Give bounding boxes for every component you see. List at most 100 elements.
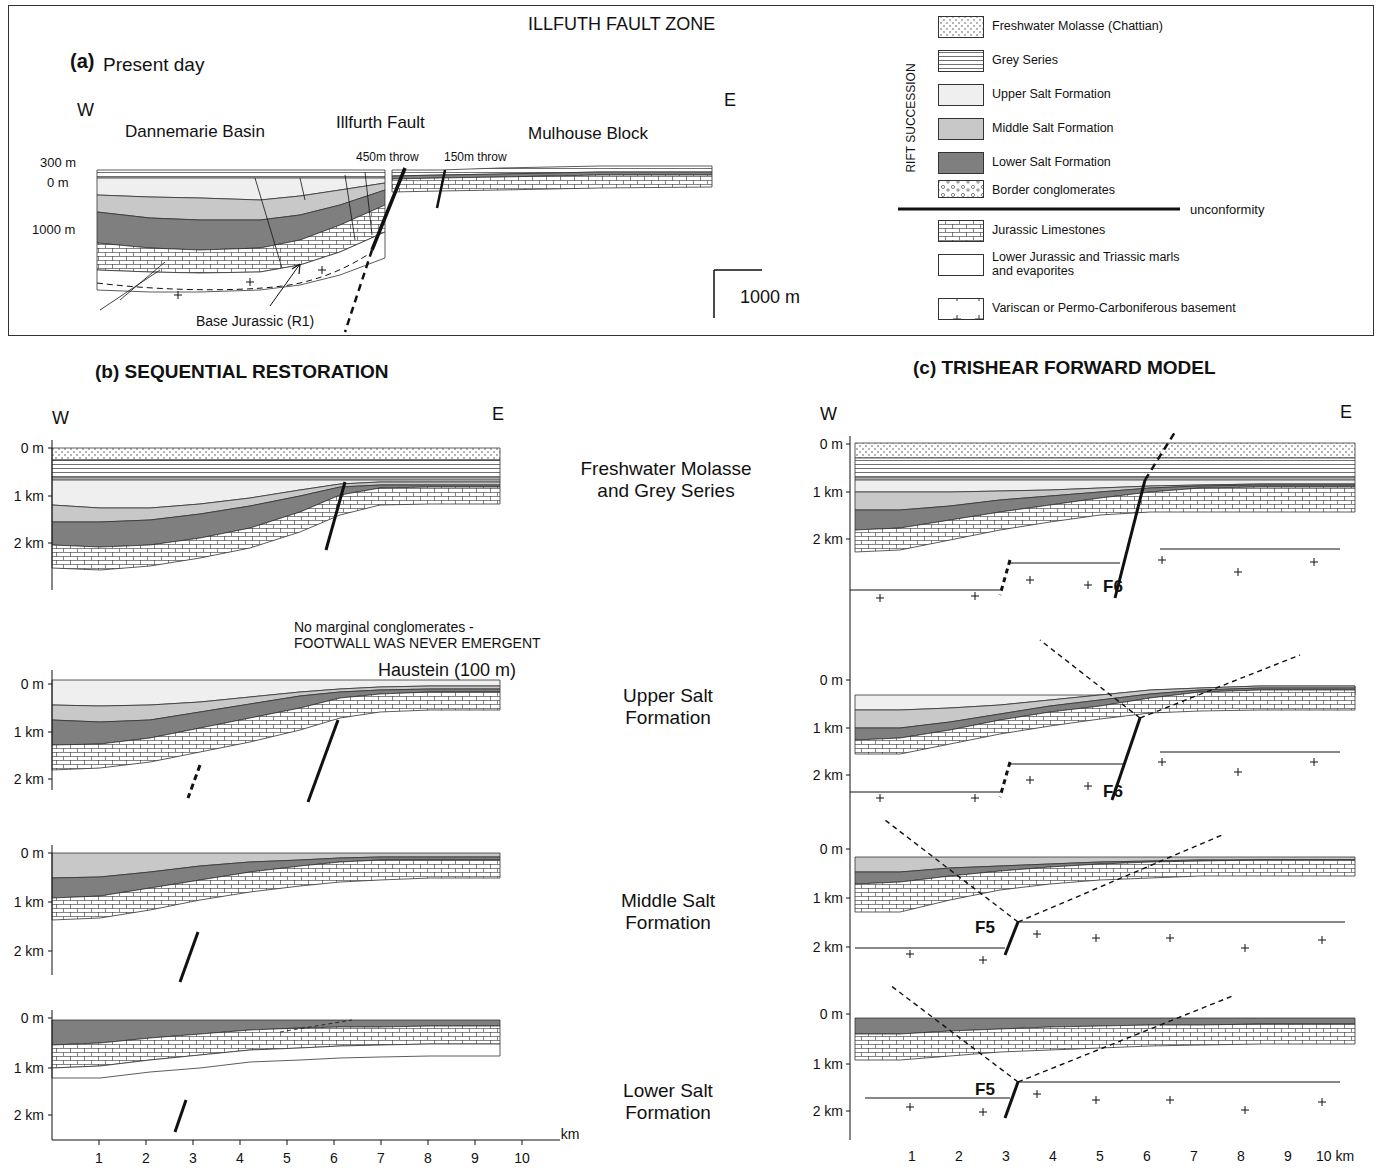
axis-tick — [846, 728, 850, 729]
basement-mark — [971, 592, 979, 600]
axis-tick — [334, 1140, 335, 1145]
axis-tick — [48, 496, 52, 497]
legend-text: Variscan or Permo-Carboniferous basement — [992, 301, 1236, 315]
axis-tick — [381, 1140, 382, 1145]
axis-tick — [428, 1140, 429, 1145]
axis-tick — [846, 539, 850, 540]
axis-tick — [193, 1140, 194, 1145]
label: unconformity — [1190, 203, 1264, 218]
basement-mark — [1084, 782, 1092, 790]
basement-mark — [906, 950, 914, 958]
label: Present day — [103, 54, 204, 76]
label: 1 km — [813, 484, 843, 500]
basement-mark — [246, 278, 254, 286]
strata-band — [52, 448, 500, 460]
axis-tick — [475, 1140, 476, 1145]
legend-swatch — [938, 152, 984, 174]
basement-mark — [1158, 556, 1166, 564]
legend-text: Grey Series — [992, 53, 1058, 67]
label: F6 — [1103, 577, 1123, 597]
basement-mark — [979, 956, 987, 964]
label: 150m throw — [444, 151, 507, 165]
label: 1 km — [813, 1056, 843, 1072]
label: 2 km — [14, 943, 44, 959]
basement-mark — [1166, 934, 1174, 942]
axis-tick — [99, 1140, 100, 1145]
basement-mark — [971, 794, 979, 802]
label: 0 m — [820, 1006, 843, 1022]
label: Dannemarie Basin — [125, 122, 265, 142]
label: E — [492, 404, 504, 425]
label: Base Jurassic (R1) — [196, 313, 314, 329]
basement-mark — [1310, 558, 1318, 566]
label: 3 — [1002, 1148, 1010, 1164]
basement-mark — [1318, 936, 1326, 944]
basement-mark — [1092, 1096, 1100, 1104]
axis-tick — [846, 849, 850, 850]
label: 450m throw — [356, 151, 419, 165]
basement-mark — [1241, 1106, 1249, 1114]
label: 1 — [908, 1148, 916, 1164]
axis-tick — [146, 1140, 147, 1145]
strata-band — [52, 692, 500, 770]
axis-tick — [287, 1140, 288, 1145]
label: 6 — [1143, 1148, 1151, 1164]
label: 10 — [514, 1150, 530, 1166]
legend-swatch — [939, 181, 984, 198]
axis-tick — [48, 543, 52, 544]
legend-text: Middle Salt Formation — [992, 121, 1114, 135]
legend-swatch — [939, 17, 984, 38]
label: 0 m — [820, 672, 843, 688]
label: Illfurth Fault — [336, 113, 425, 133]
legend-swatch — [938, 84, 984, 106]
strata-band — [855, 443, 1355, 458]
label: km — [561, 1126, 580, 1142]
strata-band — [52, 487, 500, 570]
axis-tick — [846, 1111, 850, 1112]
axis-tick — [846, 444, 850, 445]
label: 1 — [95, 1150, 103, 1166]
label: 1000 m — [32, 223, 75, 238]
axis-tick — [48, 951, 52, 952]
label: RIFT SUCCESSION — [905, 63, 919, 172]
label: 1 km — [14, 894, 44, 910]
basement-mark — [906, 1103, 914, 1111]
basement-mark — [979, 1108, 987, 1116]
label: 8 — [1237, 1148, 1245, 1164]
strata-band — [855, 690, 1355, 754]
legend-swatch — [939, 51, 984, 72]
label: 1 km — [14, 488, 44, 504]
label: 2 km — [813, 767, 843, 783]
label: (c) TRISHEAR FORWARD MODEL — [913, 357, 1216, 379]
legend-text: Lower Jurassic and Triassic marls and ev… — [992, 250, 1192, 279]
legend-swatch — [938, 254, 984, 276]
label: Middle Salt Formation — [593, 890, 743, 934]
label: 10 km — [1316, 1148, 1354, 1164]
legend-text: Upper Salt Formation — [992, 87, 1111, 101]
label: 2 — [955, 1148, 963, 1164]
label: 0 m — [21, 440, 44, 456]
axis-tick — [48, 902, 52, 903]
axis-tick — [846, 492, 850, 493]
label: 2 km — [813, 1103, 843, 1119]
legend-text: Jurassic Limestones — [992, 223, 1105, 237]
strata-band — [52, 460, 500, 478]
basement-mark — [876, 594, 884, 602]
basement-mark — [1026, 776, 1034, 784]
axis-tick — [48, 853, 52, 854]
label: 4 — [236, 1150, 244, 1166]
label: 0 m — [21, 676, 44, 692]
axis-tick — [846, 775, 850, 776]
label: 0 m — [21, 845, 44, 861]
axis-tick — [846, 898, 850, 899]
label: 1 km — [813, 890, 843, 906]
strata-band — [52, 860, 500, 920]
axis-tick — [846, 680, 850, 681]
axis-tick — [522, 1140, 523, 1145]
figure-title: ILLFUTH FAULT ZONE — [528, 14, 715, 35]
label: W — [77, 100, 94, 121]
label: (b) SEQUENTIAL RESTORATION — [95, 361, 388, 383]
axis-tick — [48, 684, 52, 685]
label: Mulhouse Block — [528, 124, 648, 144]
